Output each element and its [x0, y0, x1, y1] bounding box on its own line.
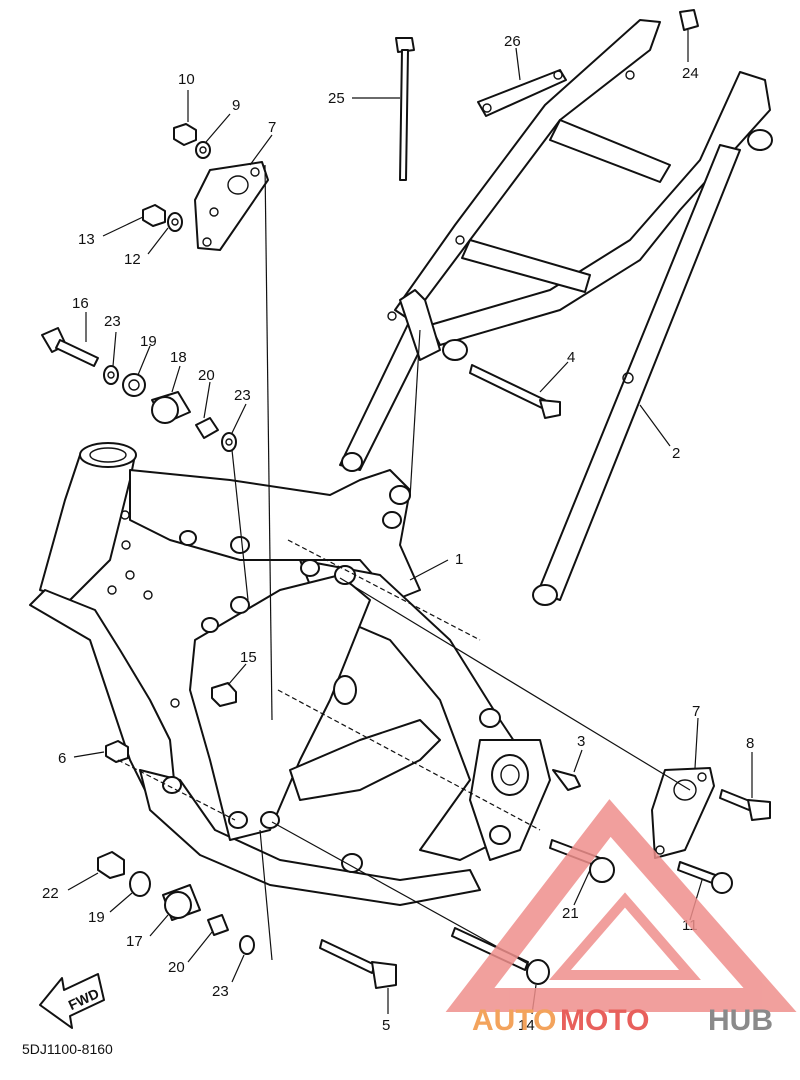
watermark-hub: HUB [708, 1004, 773, 1037]
diagram-code: 5DJ1100-8160 [22, 1041, 113, 1057]
watermark-moto: MOTO [560, 1004, 649, 1037]
callout-25: 25 [328, 90, 345, 107]
rear-subframe [339, 19, 773, 606]
callout-24: 24 [682, 65, 699, 82]
callout-19-lower: 19 [88, 909, 105, 926]
callout-13: 13 [78, 231, 95, 248]
callout-4: 4 [567, 349, 575, 366]
callout-3: 3 [577, 733, 585, 750]
callout-23-b: 23 [234, 387, 251, 404]
leader-lines [67, 30, 753, 1015]
callout-20-lower: 20 [168, 959, 185, 976]
callout-numbers: 1 2 3 4 5 6 7 7 8 9 10 11 12 13 14 15 16… [42, 33, 754, 1034]
callout-5: 5 [382, 1017, 390, 1034]
callout-9: 9 [232, 97, 240, 114]
callout-26: 26 [504, 33, 521, 50]
callout-23-c: 23 [212, 983, 229, 1000]
callout-10: 10 [178, 71, 195, 88]
main-frame [29, 442, 551, 906]
callout-18: 18 [170, 349, 187, 366]
hardware-parts [41, 9, 771, 989]
callout-22: 22 [42, 885, 59, 902]
callout-19-upper: 19 [140, 333, 157, 350]
callout-1: 1 [455, 551, 463, 568]
callout-6: 6 [58, 750, 66, 767]
callout-20-upper: 20 [198, 367, 215, 384]
callout-7-lower: 7 [692, 703, 700, 720]
callout-17: 17 [126, 933, 143, 950]
callout-12: 12 [124, 251, 141, 268]
callout-8: 8 [746, 735, 754, 752]
callout-2: 2 [672, 445, 680, 462]
watermark-logo [445, 799, 797, 1012]
engine-bracket-upper [194, 161, 269, 251]
callout-16: 16 [72, 295, 89, 312]
callout-21: 21 [562, 905, 579, 922]
callout-7-upper: 7 [268, 119, 276, 136]
watermark-text: AUTO MOTO HUB [472, 1004, 773, 1037]
callout-14: 14 [518, 1017, 535, 1034]
fwd-arrow: FWD [39, 973, 105, 1029]
engine-bracket-lower [651, 767, 715, 859]
watermark-auto: AUTO [472, 1004, 556, 1037]
callout-23-a: 23 [104, 313, 121, 330]
callout-15: 15 [240, 649, 257, 666]
